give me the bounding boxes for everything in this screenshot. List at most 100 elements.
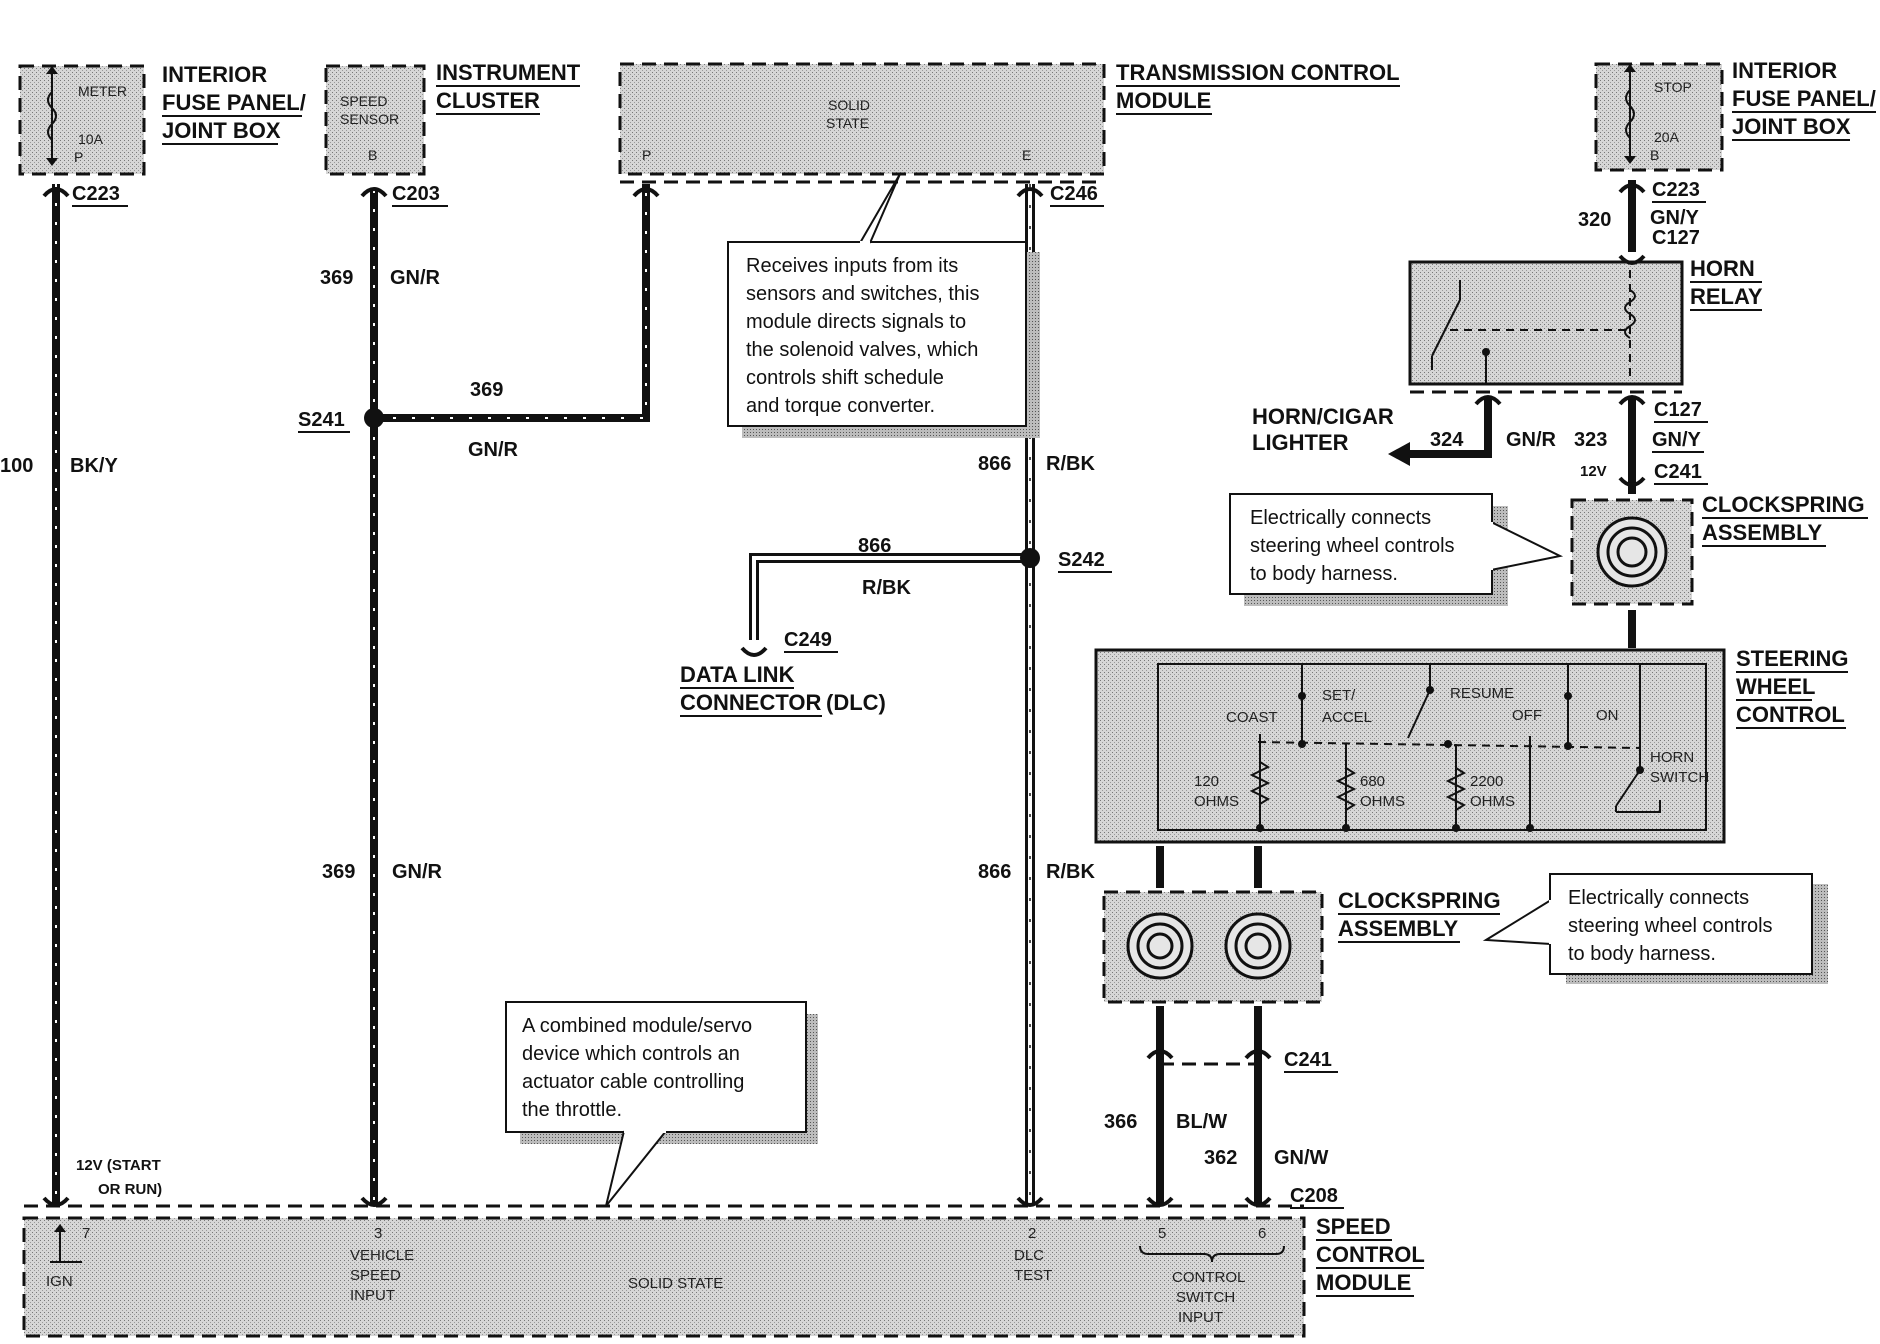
- splice-s241-label: S241: [298, 409, 345, 431]
- callout-tcm: Receives inputs from its sensors and swi…: [727, 173, 1040, 438]
- wire-866-horiz-num: 866: [858, 535, 891, 557]
- wire-324-color: GN/R: [1506, 429, 1557, 451]
- voltage-12v-start: 12V (START: [76, 1157, 161, 1174]
- wire-320-num: 320: [1578, 209, 1611, 231]
- wire-866-horiz-color: R/BK: [862, 577, 911, 599]
- splice-s242-label: S242: [1058, 549, 1105, 571]
- cluster-title-2: CLUSTER: [436, 88, 540, 113]
- swc-accel: ACCEL: [1322, 709, 1372, 726]
- scm-pin-3-label-2: SPEED: [350, 1267, 401, 1284]
- wire-369-top-color: GN/R: [390, 267, 441, 289]
- horn-relay: HORN RELAY: [1408, 256, 1763, 386]
- scm-group-3: INPUT: [1178, 1309, 1223, 1326]
- scm-group-brace: [1139, 1245, 1285, 1263]
- wire-362-num: 362: [1204, 1147, 1237, 1169]
- wire-324: [1404, 398, 1492, 458]
- swc-r1-unit: OHMS: [1194, 793, 1239, 810]
- scm-title-2: CONTROL: [1316, 1242, 1425, 1267]
- callout-cs-bot-2: steering wheel controls: [1568, 915, 1773, 937]
- clockspring-top: CLOCKSPRING ASSEMBLY: [1570, 492, 1868, 606]
- wire-369-tcm: [374, 184, 650, 422]
- wire-100-color: BK/Y: [70, 455, 118, 477]
- swc-r3-unit: OHMS: [1470, 793, 1515, 810]
- wire-362-color: GN/W: [1274, 1147, 1329, 1169]
- tcm-inner-2: STATE: [826, 115, 869, 131]
- callout-scm-3: actuator cable controlling: [522, 1071, 744, 1093]
- wire-366-num: 366: [1104, 1111, 1137, 1133]
- clockspring-bottom: CLOCKSPRING ASSEMBLY: [1102, 888, 1501, 1004]
- wire-323-num: 323: [1574, 429, 1607, 451]
- scm-pin-6: 6: [1258, 1225, 1266, 1242]
- fuse-panel-right: STOP 20A B INTERIOR FUSE PANEL/ JOINT BO…: [1594, 58, 1876, 172]
- tcm-pin-left: P: [642, 147, 651, 163]
- callout-tcm-2: sensors and switches, this: [746, 283, 979, 305]
- conn-c249: C249: [784, 629, 832, 651]
- swc-set: SET/: [1322, 687, 1356, 704]
- dlc-title-1: DATA LINK: [680, 662, 795, 687]
- callout-speed-module: A combined module/servo device which con…: [505, 1001, 818, 1207]
- scm-pin-3-label-3: INPUT: [350, 1287, 395, 1304]
- conn-c246: C246: [1050, 183, 1098, 205]
- swc-r2-unit: OHMS: [1360, 793, 1405, 810]
- swc-off: OFF: [1512, 707, 1542, 724]
- scm-pin-7-label: IGN: [46, 1273, 73, 1290]
- fuse-rating-right: 20A: [1654, 129, 1680, 145]
- dlc-suffix: (DLC): [826, 690, 886, 715]
- conn-c223-right: C223: [1652, 179, 1700, 201]
- scm-title-1: SPEED: [1316, 1214, 1391, 1239]
- conn-c127-b: C127: [1654, 399, 1702, 421]
- swc-r3-value: 2200: [1470, 773, 1503, 790]
- swc-r2-value: 680: [1360, 773, 1385, 790]
- wire-866-bot-num: 866: [978, 861, 1011, 883]
- callout-cs-bot-1: Electrically connects: [1568, 887, 1749, 909]
- scm-group-2: SWITCH: [1176, 1289, 1235, 1306]
- speed-control-module: 7 IGN 3 VEHICLE SPEED INPUT SOLID STATE …: [22, 1214, 1425, 1338]
- callout-clockspring-bottom: Electrically connects steering wheel con…: [1482, 873, 1828, 984]
- fuse-name-left: METER: [78, 83, 127, 99]
- clockspring-top-title-2: ASSEMBLY: [1702, 520, 1823, 545]
- steering-wheel-control: COAST SET/ ACCEL RESUME OFF ON HORN SWIT…: [1094, 646, 1848, 844]
- callout-clockspring-top: Electrically connects steering wheel con…: [1229, 493, 1564, 606]
- fuse-pin-right: B: [1650, 147, 1659, 163]
- wire-369-bot-color: GN/R: [392, 861, 443, 883]
- callout-scm-4: the throttle.: [522, 1099, 622, 1121]
- clockspring-bottom-title-1: CLOCKSPRING: [1338, 888, 1501, 913]
- clockspring-top-title-1: CLOCKSPRING: [1702, 492, 1865, 517]
- fuse-pin-left: P: [74, 149, 83, 165]
- wire-100-num: 100: [0, 455, 33, 477]
- swc-title-1: STEERING: [1736, 646, 1848, 671]
- fuse-panel-left-title-1: INTERIOR: [162, 62, 267, 87]
- scm-center: SOLID STATE: [628, 1275, 723, 1292]
- wire-866-dlc: [749, 553, 1030, 640]
- wire-369-bot-num: 369: [322, 861, 355, 883]
- fuse-panel-left-title-2: FUSE PANEL/: [162, 90, 306, 115]
- wire-324-num: 324: [1430, 429, 1464, 451]
- horn-cigar-title-2: LIGHTER: [1252, 430, 1349, 455]
- horn-arrow-icon: [1388, 442, 1410, 466]
- fuse-panel-right-title-2: FUSE PANEL/: [1732, 86, 1876, 111]
- fuse-panel-right-title-3: JOINT BOX: [1732, 114, 1851, 139]
- wire-866-top-color: R/BK: [1046, 453, 1095, 475]
- wire-866-top-num: 866: [978, 453, 1011, 475]
- scm-pin-2: 2: [1028, 1225, 1036, 1242]
- callout-cs-bot-3: to body harness.: [1568, 943, 1716, 965]
- fuse-panel-right-title-1: INTERIOR: [1732, 58, 1837, 83]
- swc-title-3: CONTROL: [1736, 702, 1845, 727]
- swc-horn: HORN: [1650, 749, 1694, 766]
- conn-c203: C203: [392, 183, 440, 205]
- wire-369-horiz-num: 369: [470, 379, 503, 401]
- scm-pin-3: 3: [374, 1225, 382, 1242]
- cluster-inner-1: SPEED: [340, 93, 387, 109]
- tcm-inner-1: SOLID: [828, 97, 870, 113]
- tcm-pin-right: E: [1022, 147, 1031, 163]
- swc-title-2: WHEEL: [1736, 674, 1815, 699]
- fuse-name-right: STOP: [1654, 79, 1692, 95]
- scm-pin-2-label-2: TEST: [1014, 1267, 1052, 1284]
- splice-s241: [364, 408, 384, 428]
- scm-pin-7: 7: [82, 1225, 90, 1242]
- callout-cs-top-3: to body harness.: [1250, 563, 1398, 585]
- wire-369-horiz-color: GN/R: [468, 439, 519, 461]
- callout-cs-top-2: steering wheel controls: [1250, 535, 1455, 557]
- splice-s242: [1020, 548, 1040, 568]
